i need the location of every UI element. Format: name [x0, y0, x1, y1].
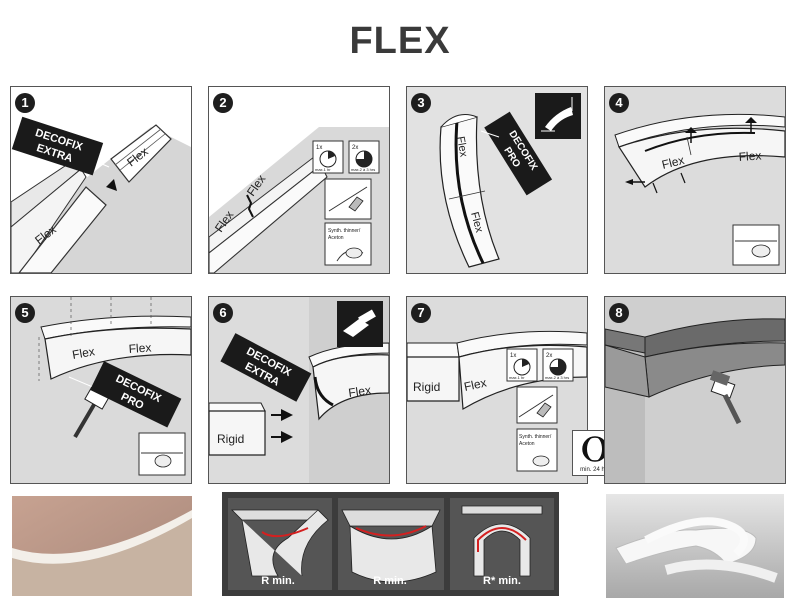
step-panel-3: Flex Flex DECOFIX PRO 3: [406, 86, 588, 274]
radius-diagram-1: R min.: [228, 498, 332, 590]
step-panel-1: DECOFIX EXTRA Flex Flex 1: [10, 86, 192, 274]
hammer-icon: [73, 386, 110, 439]
svg-text:1x: 1x: [510, 353, 516, 359]
flex-label: Flex: [454, 135, 470, 158]
radius-diagram-3: R* min.: [450, 498, 554, 590]
svg-text:2x: 2x: [546, 353, 552, 359]
flex-moulding-photo-wall: [12, 496, 192, 596]
svg-text:Synth. thinner/: Synth. thinner/: [328, 228, 361, 234]
svg-text:Aceton: Aceton: [519, 441, 535, 447]
svg-text:Aceton: Aceton: [328, 235, 344, 241]
step-number: 5: [15, 303, 35, 323]
decofix-extra-band: [220, 333, 312, 402]
step-number: 2: [213, 93, 233, 113]
flex-label: Flex: [347, 383, 371, 400]
step-panel-2: Flex Flex 1x max.1 hr 2x max.2 à 3 hrs S…: [208, 86, 390, 274]
svg-text:max.1 hr: max.1 hr: [509, 375, 525, 380]
svg-text:max.2 à 3 hrs: max.2 à 3 hrs: [545, 375, 569, 380]
step-3-illustration: Flex Flex DECOFIX PRO: [407, 87, 587, 273]
svg-text:max.2 à 3 hrs: max.2 à 3 hrs: [351, 167, 375, 172]
decofix-pro-band: [484, 111, 553, 196]
flex-moulding-photo-coil: [606, 494, 784, 598]
svg-text:R min.: R min.: [373, 575, 407, 587]
minimum-radius-diagrams: R min. R min. R* min.: [222, 492, 559, 596]
decofix-pro-band: [90, 361, 182, 428]
rigid-label: Rigid: [413, 380, 440, 394]
detail-solvent: [324, 222, 372, 266]
flex-label: Flex: [660, 153, 685, 172]
step-4-illustration: Flex Flex: [605, 87, 785, 273]
step-number: 4: [609, 93, 629, 113]
step-5-illustration: Flex Flex DECOFIX PRO: [11, 297, 191, 483]
step-panel-6: Flex Rigid DECOFIX EXTRA 6: [208, 296, 390, 484]
radius-diagram-2: R min.: [338, 498, 444, 590]
page-title: FLEX: [349, 20, 451, 62]
timer-1x: 1x max.1 hr: [506, 348, 538, 382]
svg-text:Synth. thinner/: Synth. thinner/: [519, 434, 552, 440]
step-panel-8: 8: [604, 296, 786, 484]
decofix-extra-band: [11, 116, 104, 176]
timer-1x: 1x max.1 hr: [312, 140, 344, 174]
drying-time-text: min. 24 hrs: [580, 467, 610, 473]
step-2-illustration: Flex Flex 1x max.1 hr 2x max.2 à 3 hrs S…: [209, 127, 389, 273]
svg-text:2x: 2x: [352, 145, 358, 151]
timer-2x: 2x max.2 à 3 hrs: [348, 140, 380, 174]
detail-smoothing: [732, 224, 780, 266]
flex-label: Flex: [468, 211, 485, 235]
svg-text:R* min.: R* min.: [483, 575, 521, 587]
step-number: 3: [411, 93, 431, 113]
rigid-label: Rigid: [217, 432, 244, 446]
step-panel-4: Flex Flex 4: [604, 86, 786, 274]
flex-label: Flex: [128, 340, 152, 356]
svg-text:1x: 1x: [316, 145, 322, 151]
step-6-illustration: Flex Rigid DECOFIX EXTRA: [209, 297, 389, 483]
step-panel-5: Flex Flex DECOFIX PRO 5: [10, 296, 192, 484]
step-number: 8: [609, 303, 629, 323]
step-number: 7: [411, 303, 431, 323]
flex-label: Flex: [71, 344, 96, 362]
step-7-illustration: Rigid Flex 1x max.1 hr 2x max.2 à 3 hrs …: [407, 297, 587, 483]
flex-label: Flex: [463, 376, 488, 394]
step-number: 6: [213, 303, 233, 323]
step-1-illustration: DECOFIX EXTRA Flex Flex: [11, 116, 191, 273]
detail-filling: [138, 432, 186, 476]
paint-brush-icon: [709, 370, 742, 425]
step-number: 1: [15, 93, 35, 113]
flex-label: Flex: [738, 148, 762, 164]
step-8-illustration: [605, 297, 785, 483]
svg-text:R min.: R min.: [261, 575, 295, 587]
timer-2x: 2x max.2 à 3 hrs: [542, 348, 574, 382]
svg-text:max.1 hr: max.1 hr: [315, 167, 331, 172]
step-panel-7: Rigid Flex 1x max.1 hr 2x max.2 à 3 hrs …: [406, 296, 588, 484]
